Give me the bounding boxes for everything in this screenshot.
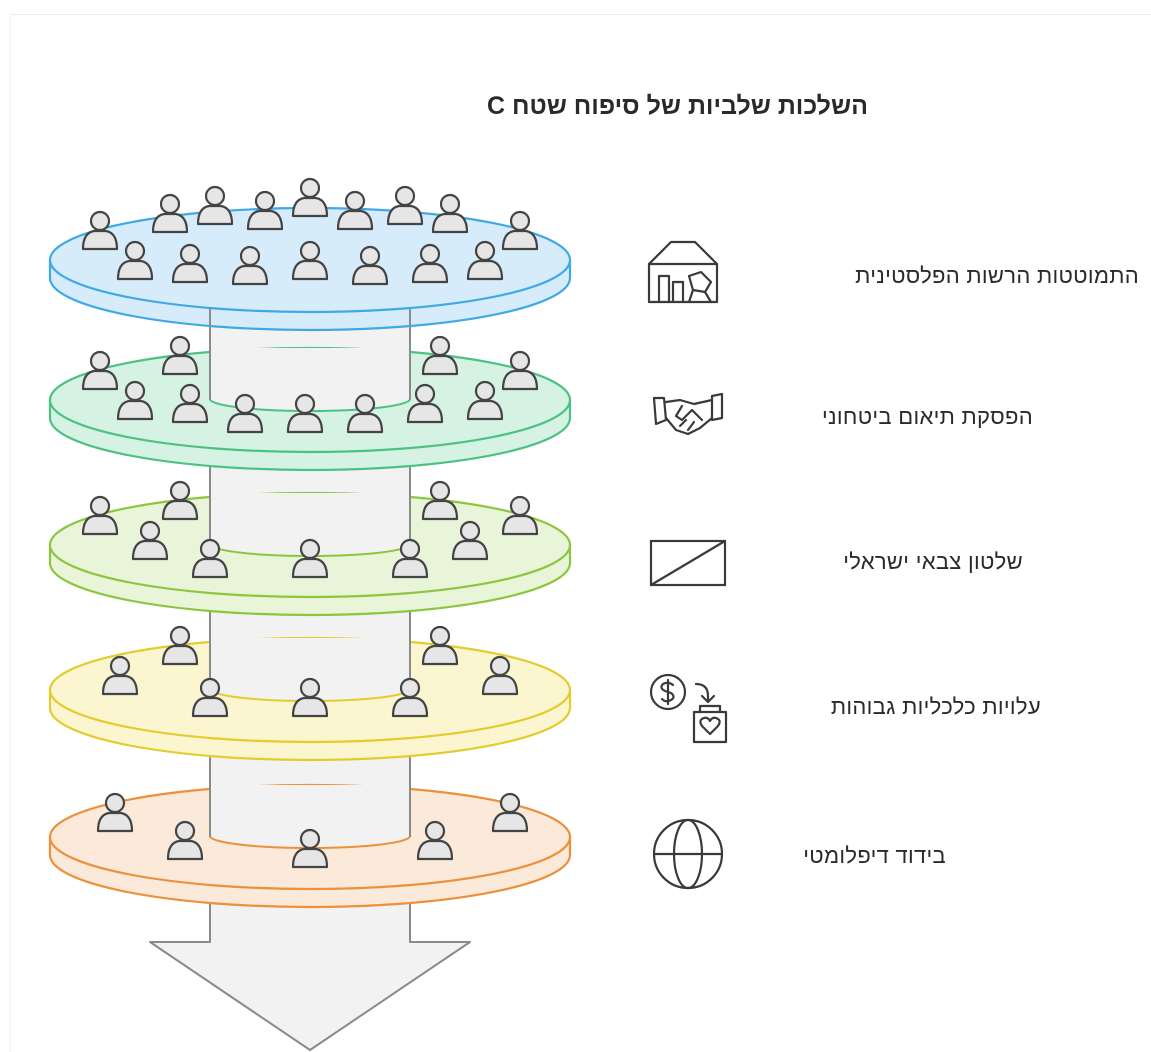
money-transfer-icon xyxy=(649,673,728,744)
person-icon-layer3-4 xyxy=(501,495,539,536)
layer-label-security-coordination-halt: הפסקת תיאום ביטחוני xyxy=(822,404,1033,429)
person-icon-layer2-9 xyxy=(346,393,384,434)
down-arrow xyxy=(149,899,471,1051)
person-icon-layer3-1 xyxy=(81,495,119,536)
person-icon-layer1-6 xyxy=(336,190,374,231)
frame-border-left xyxy=(10,14,11,1052)
person-icon-layer1-10 xyxy=(116,240,154,281)
person-icon-layer2-8 xyxy=(286,393,324,434)
person-icon-layer4-3 xyxy=(421,625,459,666)
person-icon-layer1-16 xyxy=(466,240,504,281)
person-icon-layer4-1 xyxy=(101,655,139,696)
person-icon-layer2-4 xyxy=(501,350,539,391)
person-icon-layer3-8 xyxy=(391,538,429,579)
diagram-title: C השלכות שלביות של סיפוח שטח xyxy=(487,92,868,120)
person-icon-layer1-9 xyxy=(501,210,539,251)
frame-border-top xyxy=(10,14,1151,15)
person-icon-layer3-9 xyxy=(451,520,489,561)
person-icon-layer2-7 xyxy=(226,393,264,434)
person-icon-layer1-5 xyxy=(291,177,329,218)
person-icon-layer2-2 xyxy=(161,335,199,376)
person-icon-layer2-10 xyxy=(406,383,444,424)
disk-layer-1 xyxy=(48,177,572,332)
person-icon-layer2-11 xyxy=(466,380,504,421)
person-icon-layer4-6 xyxy=(291,677,329,718)
person-icon-layer5-4 xyxy=(416,820,454,861)
layer-label-high-economic-costs: עלויות כלכליות גבוהות xyxy=(830,694,1041,719)
layer-label-palestinian-authority-collapse: התמוטטות הרשות הפלסטינית xyxy=(855,263,1139,288)
person-icon-layer5-1 xyxy=(96,792,134,833)
disk-layer-2 xyxy=(48,335,572,472)
disk-layer-3 xyxy=(48,480,572,617)
person-icon-layer1-1 xyxy=(81,210,119,251)
person-icon-layer1-3 xyxy=(196,185,234,226)
disk-layer-4 xyxy=(48,625,572,762)
layer-label-diplomatic-isolation: בידוד דיפלומטי xyxy=(803,843,946,868)
person-icon-layer2-5 xyxy=(116,380,154,421)
globe-icon xyxy=(652,818,724,890)
building-collapse-icon xyxy=(647,240,719,304)
person-icon-layer4-5 xyxy=(191,677,229,718)
disk-layer-5 xyxy=(48,783,572,909)
person-icon-layer3-5 xyxy=(131,520,169,561)
person-icon-layer5-2 xyxy=(166,820,204,861)
person-icon-layer4-4 xyxy=(481,655,519,696)
person-icon-layer4-7 xyxy=(391,677,429,718)
person-icon-layer1-8 xyxy=(431,193,469,234)
person-icon-layer3-7 xyxy=(291,538,329,579)
person-icon-layer1-13 xyxy=(291,240,329,281)
person-icon-layer3-6 xyxy=(191,538,229,579)
layer-label-israeli-military-rule: שלטון צבאי ישראלי xyxy=(843,549,1023,574)
person-icon-layer1-11 xyxy=(171,243,209,284)
person-icon-layer2-6 xyxy=(171,383,209,424)
person-icon-layer4-2 xyxy=(161,625,199,666)
person-icon-layer5-5 xyxy=(491,792,529,833)
person-icon-layer1-15 xyxy=(411,243,449,284)
rectangle-diagonal-icon xyxy=(649,539,727,587)
person-icon-layer2-3 xyxy=(421,335,459,376)
handshake-icon xyxy=(652,392,724,436)
person-icon-layer1-7 xyxy=(386,185,424,226)
person-icon-layer3-2 xyxy=(161,480,199,521)
person-icon-layer3-3 xyxy=(421,480,459,521)
person-icon-layer1-2 xyxy=(151,193,189,234)
person-icon-layer1-12 xyxy=(231,245,269,286)
person-icon-layer2-1 xyxy=(81,350,119,391)
person-icon-layer5-3 xyxy=(291,828,329,869)
person-icon-layer1-4 xyxy=(246,190,284,231)
person-icon-layer1-14 xyxy=(351,245,389,286)
